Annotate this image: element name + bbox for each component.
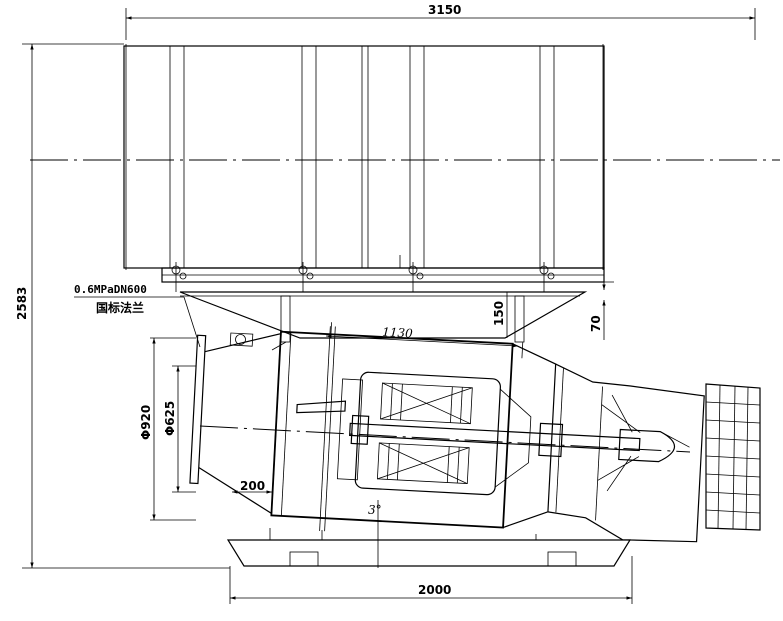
frame-offset-dimension: 70 — [589, 270, 614, 340]
base-length-label: 2000 — [418, 583, 451, 597]
flange-spec-line1: 0.6MPaDN600 — [74, 283, 147, 296]
flange-inner-dimension: Φ625 — [163, 365, 196, 493]
tilt-angle-label: 3° — [368, 503, 382, 517]
base-length-dimension: 2000 — [229, 556, 633, 604]
flange-outer-dimension: Φ920 — [139, 337, 196, 521]
flange-outer-label: Φ920 — [139, 405, 153, 440]
mount-bolts — [171, 255, 555, 292]
cannon-body — [189, 322, 705, 543]
base-skid — [226, 528, 632, 567]
motor-length-label: 1130 — [382, 325, 414, 341]
inlet-offset-dimension: 200 — [232, 479, 272, 494]
overall-length-label: 3150 — [428, 3, 461, 17]
flange-inner-label: Φ625 — [163, 401, 177, 436]
tilt-angle-dimension: 3° — [368, 500, 382, 568]
overall-height-label: 2583 — [15, 287, 29, 320]
overall-length-dimension: 3150 — [125, 3, 756, 40]
flange-annotation: 0.6MPaDN600 国标法兰 — [74, 283, 201, 348]
outlet-grille — [705, 383, 761, 531]
motor-stator — [376, 382, 473, 485]
support-height-label: 150 — [492, 301, 506, 326]
support-height-dimension: 150 — [492, 292, 508, 338]
overall-height-dimension: 2583 — [15, 43, 230, 569]
motor-length-dimension: 1130 — [325, 325, 519, 348]
frame-offset-label: 70 — [589, 315, 603, 332]
cannon-centerline — [199, 425, 691, 453]
flange-spec-line2: 国标法兰 — [96, 300, 144, 315]
support-frame — [179, 291, 588, 351]
inlet-offset-label: 200 — [240, 479, 265, 493]
water-tank — [123, 44, 605, 292]
